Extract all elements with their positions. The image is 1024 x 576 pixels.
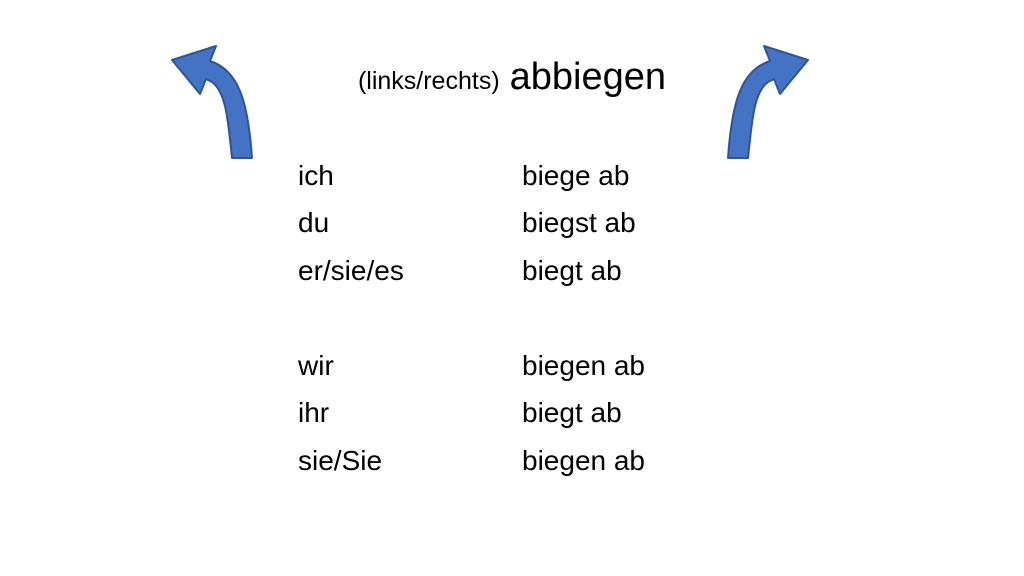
verb-form: biegst ab: [522, 207, 636, 239]
conjugation-row: wir biegen ab: [298, 342, 645, 390]
pronoun: du: [298, 207, 330, 239]
conjugation-row: ich biege ab: [298, 152, 645, 200]
slide-title: (links/rechts) abbiegen: [0, 58, 1024, 96]
conjugation-row: du biegst ab: [298, 200, 645, 248]
verb-form: biegen ab: [522, 349, 646, 381]
pronoun: ihr: [298, 397, 330, 429]
turn-right-arrow-icon: [727, 45, 809, 159]
title-prefix: (links/rechts): [357, 67, 500, 95]
title-verb: abbiegen: [509, 56, 667, 98]
pronoun: ich: [298, 159, 334, 191]
pronoun: wir: [298, 349, 334, 381]
turn-left-arrow-icon: [171, 45, 253, 159]
verb-form: biegt ab: [522, 397, 622, 429]
pronoun: sie/Sie: [298, 444, 383, 476]
conjugation-table: ich biege ab du biegst ab er/sie/es bieg…: [298, 152, 645, 485]
verb-form: biegt ab: [522, 254, 622, 286]
pronoun: er/sie/es: [298, 254, 404, 286]
verb-form: biege ab: [522, 159, 630, 191]
row-spacer: [298, 295, 645, 343]
verb-form: biegen ab: [522, 444, 646, 476]
conjugation-row: er/sie/es biegt ab: [298, 247, 645, 295]
conjugation-row: ihr biegt ab: [298, 390, 645, 438]
conjugation-row: sie/Sie biegen ab: [298, 437, 645, 485]
